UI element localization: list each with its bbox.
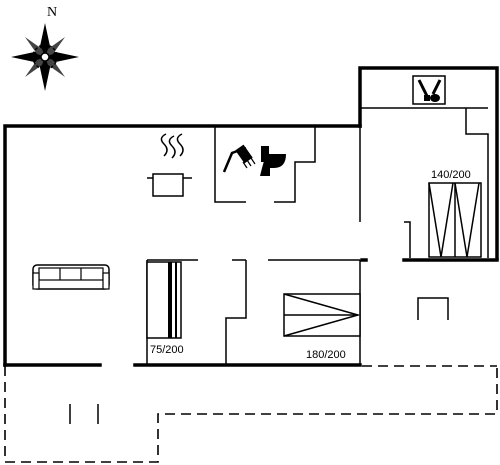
outer-walls xyxy=(3,66,499,367)
utility-room-icon xyxy=(412,75,446,105)
terrace-outline xyxy=(4,297,498,463)
bed-single-label: 75/200 xyxy=(150,344,184,356)
compass-rose-icon: N xyxy=(11,5,79,91)
bed-double: 180/200 xyxy=(283,293,361,361)
sofa-icon xyxy=(32,264,110,290)
shower-icon xyxy=(222,144,256,173)
bed-upper: 140/200 xyxy=(428,169,482,258)
bed-double-label: 180/200 xyxy=(306,349,346,361)
compass-north-label: N xyxy=(47,5,57,20)
toilet-icon xyxy=(260,146,286,176)
bed-upper-label: 140/200 xyxy=(431,169,471,181)
bed-single: 75/200 xyxy=(146,261,184,356)
cooking-pot-icon xyxy=(147,133,192,197)
